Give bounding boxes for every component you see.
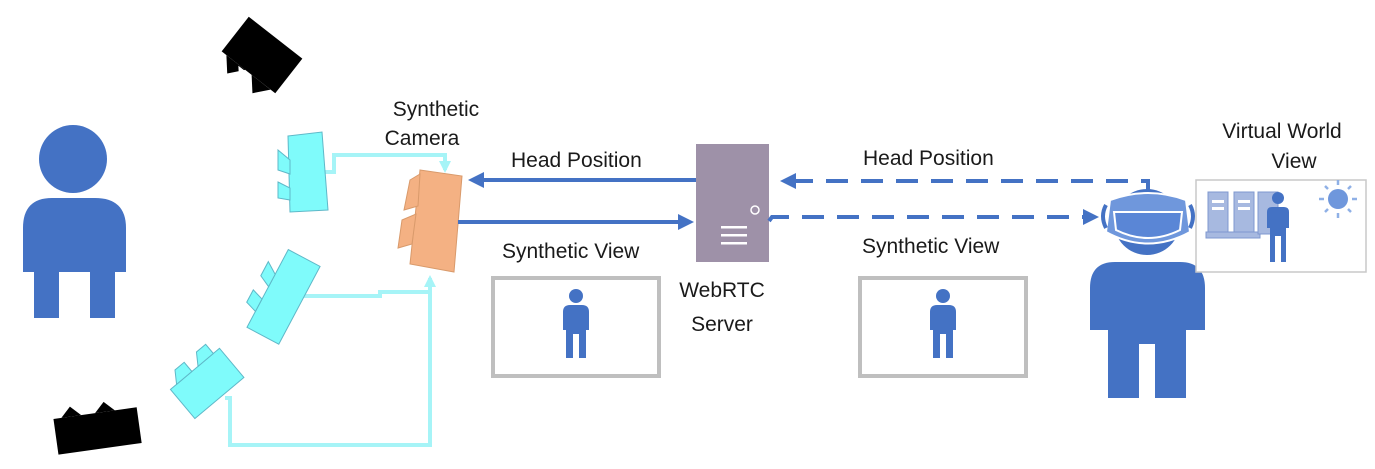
person-icon (1267, 192, 1289, 262)
capture-camera-top-icon (277, 131, 329, 213)
headset-user-icon (1090, 189, 1205, 398)
capture-links (225, 153, 451, 447)
webrtc-server-label-line2: Server (691, 313, 753, 336)
synthetic-view-label-left: Synthetic View (502, 240, 640, 263)
webrtc-server-label-line1: WebRTC (679, 279, 765, 302)
person-icon (563, 289, 589, 358)
capture-link-bottom (225, 275, 436, 447)
synthetic-view-label-right: Synthetic View (862, 235, 1000, 258)
synthetic-view-frame-left (491, 276, 661, 378)
virtual-world-label-line1: Virtual World (1222, 120, 1341, 143)
person-icon (23, 125, 126, 318)
synthetic-view-arrow-right (767, 209, 1099, 225)
webrtc-server-icon (696, 144, 769, 262)
capture-link-middle (282, 290, 428, 298)
synthetic-camera-icon (397, 169, 463, 273)
sun-icon (1319, 180, 1357, 218)
head-position-label-right: Head Position (863, 147, 994, 170)
virtual-world-label-line2: View (1271, 150, 1317, 173)
capture-camera-middle-icon (246, 248, 321, 345)
synthetic-view-frame-right (858, 276, 1028, 378)
head-position-label-left: Head Position (511, 149, 642, 172)
capture-link-top (322, 153, 451, 174)
synthetic-camera-label-line1: Synthetic (393, 98, 479, 121)
person-icon (930, 289, 956, 358)
capture-camera-bottom-icon (169, 343, 245, 420)
vr-headset-icon (1101, 192, 1195, 245)
black-camera-top-icon (221, 16, 303, 94)
head-position-arrow-right (780, 173, 1150, 196)
black-camera-bottom-icon (53, 401, 142, 455)
synthetic-camera-label-line2: Camera (385, 127, 460, 150)
virtual-world-view-panel (1195, 179, 1367, 273)
